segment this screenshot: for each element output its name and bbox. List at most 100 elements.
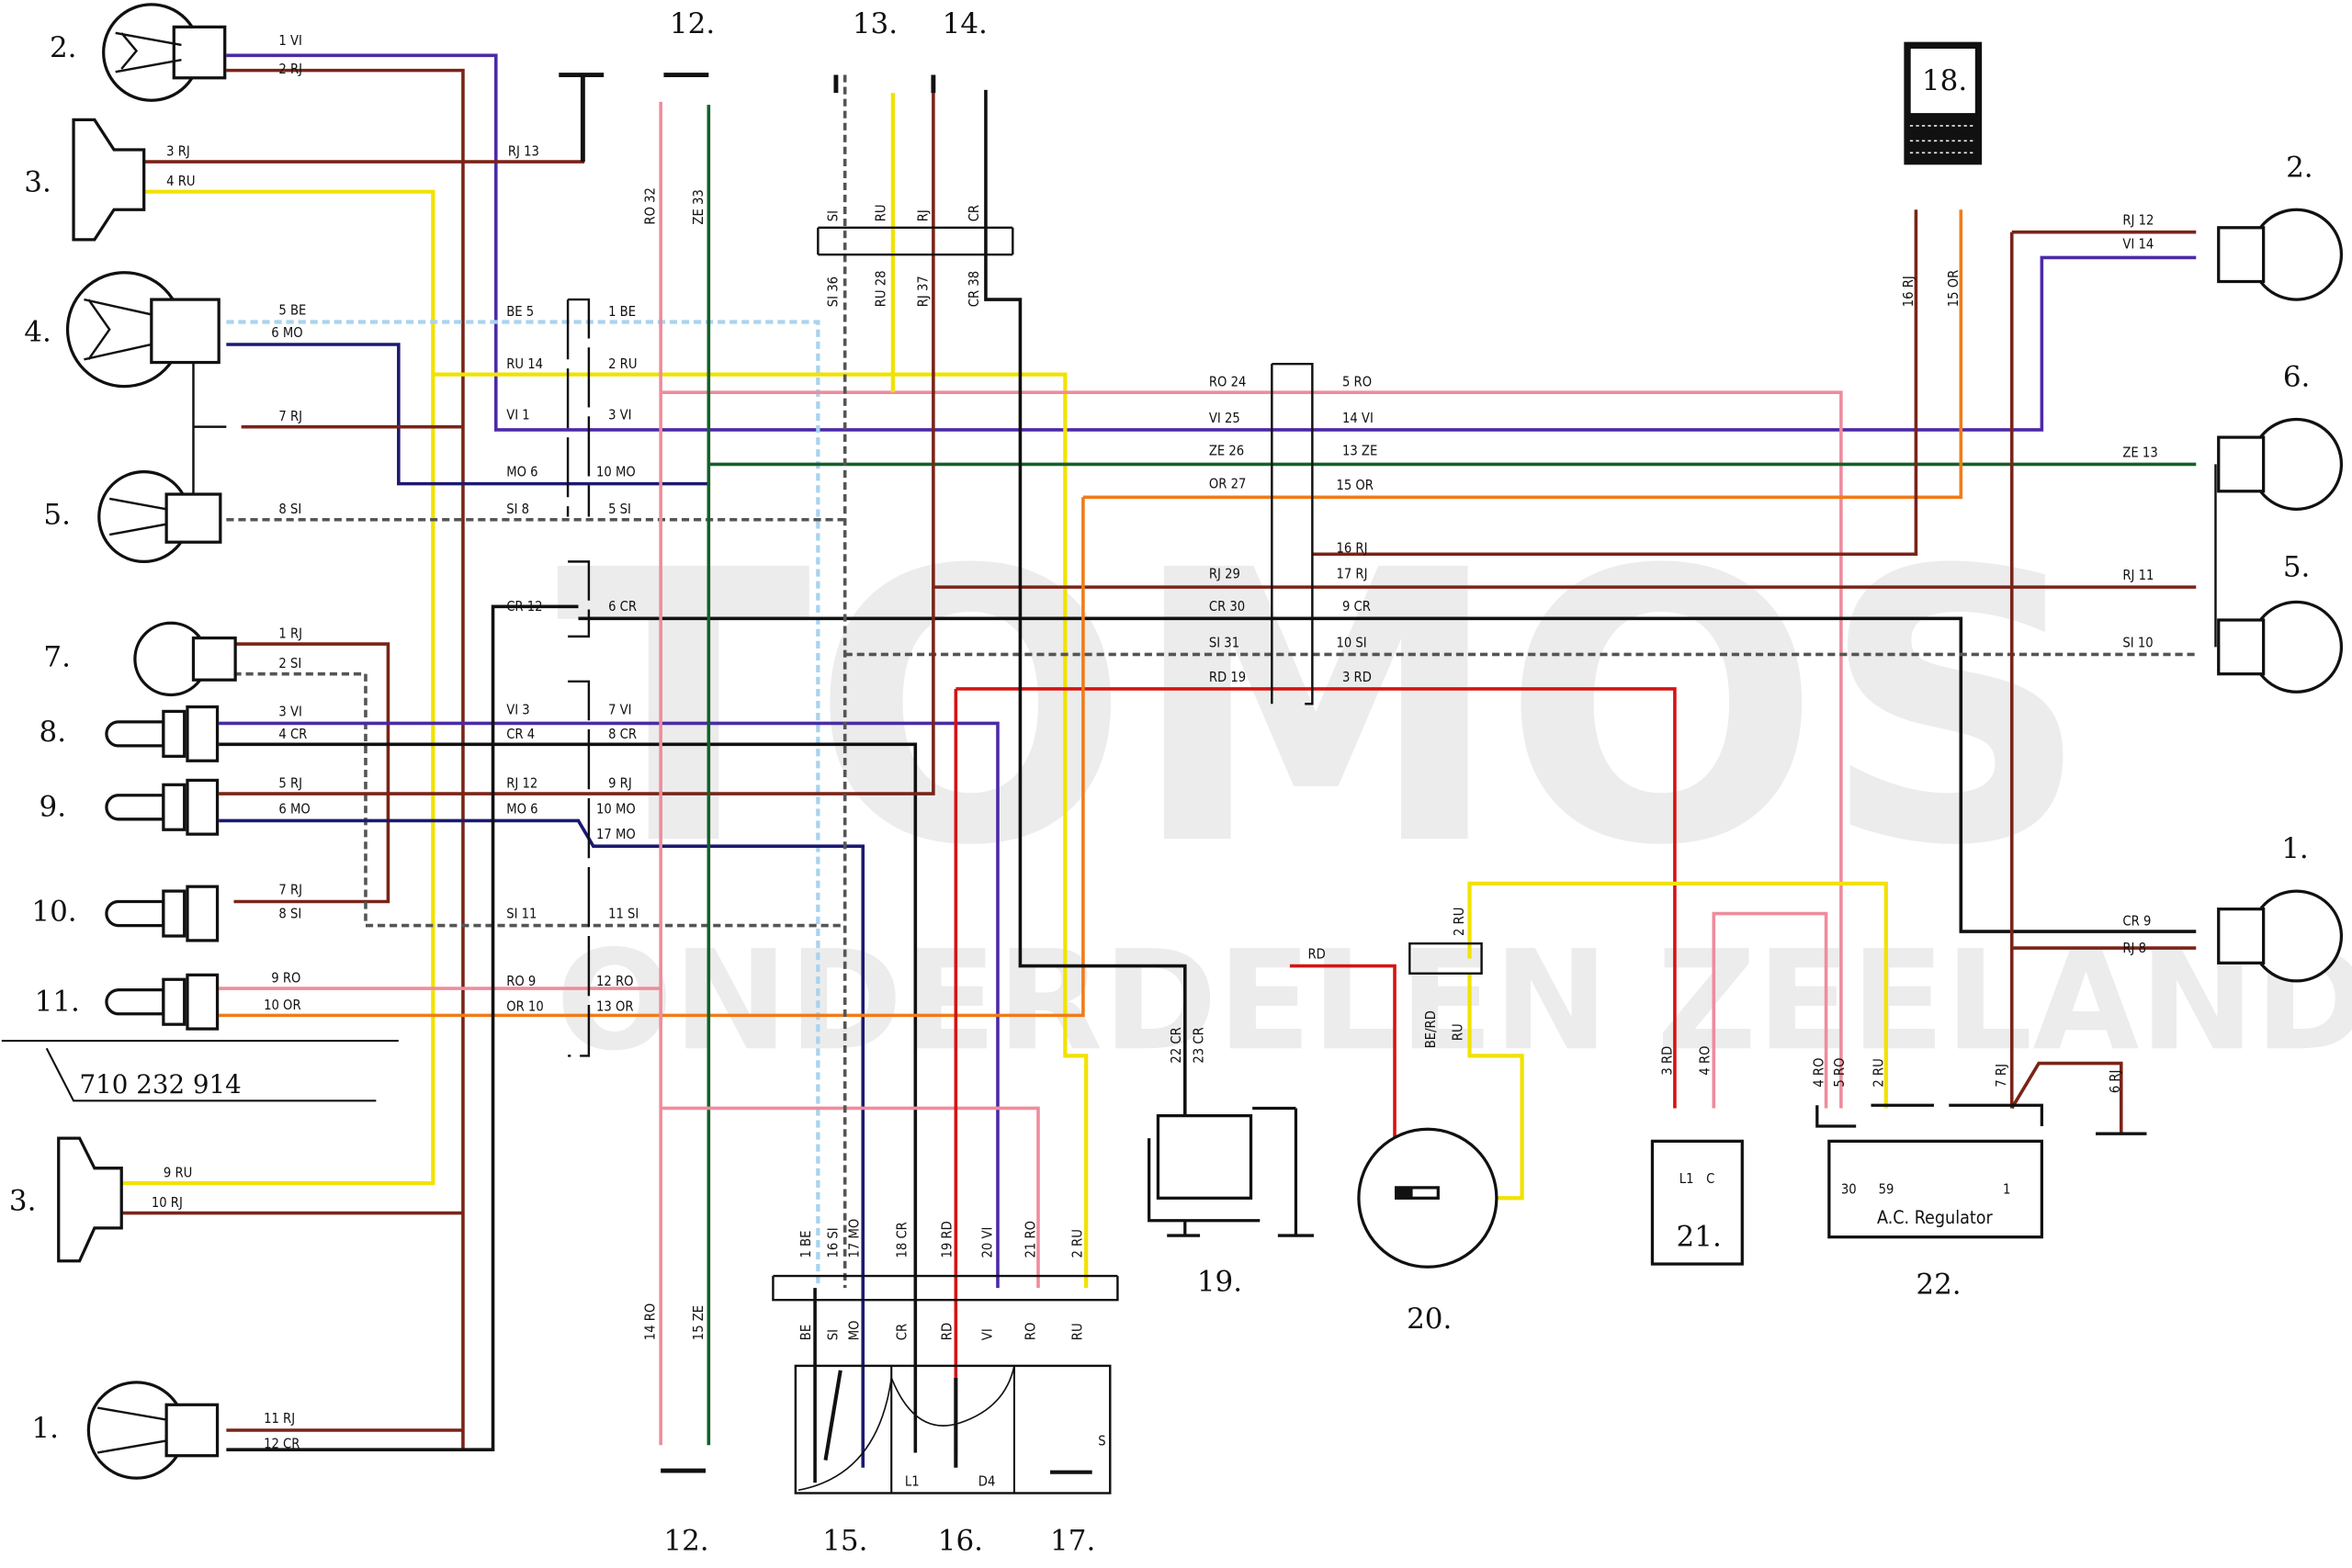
wire-si-2-8 <box>233 671 845 928</box>
component-number-component-numbers-left-0: 2. <box>50 31 77 64</box>
wire-rj-6 <box>2010 1061 2123 1134</box>
wire-ru-reg <box>1467 881 1888 1109</box>
wire-cr-4 <box>219 742 918 1453</box>
component-number-component-numbers-right-1: 6. <box>2283 361 2311 394</box>
wire-label-ignition-labels-1: 23 CR <box>1191 1027 1206 1063</box>
wire-label-right-device-labels-3: RJ 11 <box>2122 568 2154 583</box>
wire-label-switch-labels-inner-7: RU <box>1069 1323 1085 1340</box>
component-number-component-numbers-right-0: 2. <box>2286 151 2313 184</box>
wire-label-right-connector-out-0: 5 RO <box>1342 375 1372 390</box>
wire-label-switch-labels-terminals-1: D4 <box>978 1473 996 1489</box>
wire-label-generator-labels-2: RU <box>1450 1023 1465 1041</box>
component-number-component-numbers-right-3: 1. <box>2281 832 2309 865</box>
wire-label-left-device-labels-21: 12 CR <box>264 1437 300 1452</box>
wire-label-component12-labels-2: 14 RO <box>643 1303 659 1341</box>
switch-block <box>772 1274 1119 1495</box>
wire-label-left-connector-out-0: 1 BE <box>608 304 636 320</box>
wire-label-switch-labels-top-4: 19 RD <box>939 1221 955 1258</box>
wire-label-regulator-terminals-1: 59 <box>1879 1181 1894 1197</box>
wire-label-left-connector-out-6: 7 VI <box>608 703 631 718</box>
wire-label-right-connector-out-1: 14 VI <box>1342 411 1374 426</box>
wire-label-switch-labels-inner-3: CR <box>895 1324 910 1340</box>
wire-label-top-connector-labels-3: CR <box>967 205 982 221</box>
wire-label-right-connector-out-2: 13 ZE <box>1342 444 1377 459</box>
wire-label-right-connector-in-7: RD 19 <box>1209 670 1246 685</box>
wire-label-left-connector-in-4: SI 8 <box>506 502 529 517</box>
wire-label-left-connector-in-1: RU 14 <box>506 356 543 372</box>
wire-label-left-connector-out-8: 9 RJ <box>608 776 632 792</box>
wire-label-left-device-labels-7: 8 SI <box>278 502 301 517</box>
wire-label-right-device-labels-1: VI 14 <box>2122 237 2154 253</box>
wire-label-left-connector-in-7: CR 4 <box>506 727 535 742</box>
wire-label-right-connector-in-0: RO 24 <box>1209 375 1247 390</box>
regulator-22 <box>1815 1103 2147 1239</box>
wire-label-top-connector-labels-1: RU <box>874 204 889 221</box>
wire-label-right-device-labels-2: ZE 13 <box>2122 445 2157 460</box>
wire-label-left-device-labels-0: 1 VI <box>278 33 301 49</box>
wire-label-right-connector-out-5: 17 RJ <box>1336 566 1367 581</box>
wire-ru-2 <box>433 372 1089 1289</box>
bulb-5-right <box>2217 600 2344 694</box>
wire-label-left-connector-out-4: 5 SI <box>608 502 631 517</box>
wire-label-ignition-labels-2: RD <box>1307 946 1325 962</box>
wire-label-left-device-labels-6: 7 RJ <box>278 409 302 424</box>
wire-label-left-device-labels-15: 8 SI <box>278 906 301 921</box>
wire-label-switch-labels-top-7: 2 RU <box>1069 1229 1085 1258</box>
wire-label-regulator-wire-labels-3: 7 RJ <box>1994 1064 2009 1088</box>
wire-label-left-device-labels-9: 2 SI <box>278 656 301 671</box>
wire-label-top-connector-labels-7: CR 38 <box>967 271 982 307</box>
wire-label-right-device-labels-8: 15 OR <box>1946 270 1962 308</box>
instrument-18 <box>1904 41 1983 165</box>
component-number-component-numbers-top-1: 13. <box>853 7 898 40</box>
component-number-component-numbers-bottom-2: 16. <box>938 1524 983 1557</box>
wire-label-left-device-labels-2: 3 RJ <box>166 144 190 160</box>
wire-label-switch-labels-top-0: 1 BE <box>798 1231 814 1258</box>
wire-rj-main <box>226 68 465 1450</box>
component-number-component-numbers-right-2: 5. <box>2283 551 2311 584</box>
wire-label-right-device-labels-4: SI 10 <box>2122 635 2153 650</box>
wire-label-switch-labels-inner-4: RD <box>939 1323 955 1340</box>
wire-label-left-device-labels-8: 1 RJ <box>278 626 302 642</box>
wire-label-right-connector-in-5: CR 30 <box>1209 599 1245 615</box>
component-number-component-numbers-left-6: 9. <box>40 791 67 824</box>
component-number-component-numbers-left-2: 4. <box>24 316 51 349</box>
wire-label-left-device-labels-19: 10 RJ <box>152 1195 183 1211</box>
wire-label-right-connector-in-3: OR 27 <box>1209 477 1247 492</box>
ignition-coil-19 <box>1148 1106 1314 1237</box>
component-number-component-numbers-left-5: 8. <box>40 716 67 749</box>
component-number-component-numbers-bottom-7: 22. <box>1916 1269 1961 1302</box>
bulb-11 <box>105 973 220 1031</box>
wire-ro-24 <box>661 390 1843 1109</box>
wire-label-component12-labels-0: RO 32 <box>643 187 659 225</box>
wire-label-right-device-labels-7: 16 RJ <box>1901 276 1917 307</box>
wire-label-switch-labels-inner-6: RO <box>1023 1323 1039 1341</box>
wire-label-left-device-labels-11: 4 CR <box>278 727 307 742</box>
wire-ro-21 <box>661 1106 1040 1289</box>
wire-label-top-connector-labels-0: SI <box>826 210 842 221</box>
wire-label-left-connector-out-3: 10 MO <box>596 464 636 479</box>
wire-label-regulator-terminals-2: 1 <box>2003 1181 2010 1197</box>
wire-label-switch-labels-inner-0: BE <box>798 1325 814 1340</box>
bulb-9 <box>105 778 220 836</box>
wire-label-left-device-labels-17: 10 OR <box>264 998 301 1013</box>
wire-rj-5 <box>219 74 935 795</box>
wire-cr-30 <box>578 616 2197 933</box>
wire-label-switch-labels-top-5: 20 VI <box>979 1227 995 1258</box>
wire-label-regulator-terminals-0: 30 <box>1841 1181 1857 1197</box>
wire-label-left-connector-in-2: VI 1 <box>506 408 529 423</box>
wire-label-right-connector-in-6: SI 31 <box>1209 635 1239 650</box>
wire-label-ignition-labels-0: 22 CR <box>1169 1027 1184 1063</box>
component-number-component-numbers-left-4: 7. <box>43 641 71 674</box>
wire-label-unit21-labels-1: 4 RO <box>1697 1045 1713 1075</box>
wire-vi-3 <box>219 721 1000 1289</box>
watermark: TOMOS ONDERDELEN ZEELAND <box>556 492 2352 1081</box>
wire-label-unit21-labels-3: C <box>1706 1171 1714 1187</box>
wire-label-unit21-labels-0: 3 RD <box>1660 1046 1676 1076</box>
wire-label-regulator-wire-labels-2: 2 RU <box>1871 1058 1887 1087</box>
bulb-2-right <box>2217 208 2344 301</box>
wire-or-10 <box>219 497 1085 1018</box>
wire-label-left-connector-in-0: BE 5 <box>506 304 534 320</box>
bulb-10 <box>105 885 220 942</box>
bulb-6 <box>2217 417 2344 511</box>
